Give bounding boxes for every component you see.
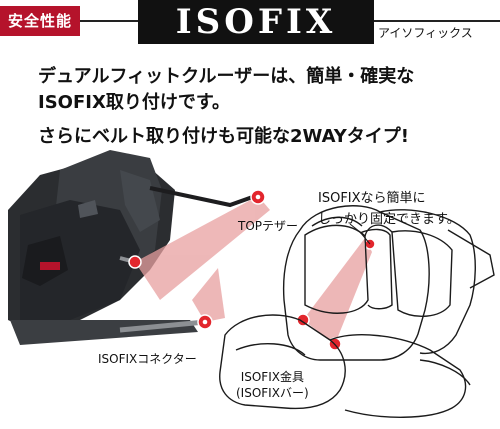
child-seat-illustration — [8, 150, 259, 345]
callout-leader — [349, 223, 371, 245]
fitting-label-line-1: ISOFIX金具 — [240, 370, 304, 384]
fitting-marker-left — [296, 313, 310, 327]
title-kana: アイソフィックス — [378, 26, 473, 40]
header: 安全性能 ISOFIX アイソフィックス — [0, 0, 500, 44]
page-title: ISOFIX — [138, 0, 374, 44]
highlight-beams — [135, 196, 372, 344]
callout-line-1: ISOFIXなら簡単に — [318, 191, 426, 206]
connector-label: ISOFIXコネクター — [98, 352, 197, 366]
callout-text: ISOFIXなら簡単に しっかり固定できます。 — [318, 188, 460, 230]
callout-line-2: しっかり固定できます。 — [318, 212, 460, 227]
lead-line-1: デュアルフィットクルーザーは、簡単・確実な — [38, 66, 415, 87]
fitting-label: ISOFIX金具 (ISOFIXバー) — [236, 369, 309, 401]
vehicle-seat-illustration — [219, 205, 495, 418]
connector-marker-upper — [128, 255, 142, 269]
safety-badge: 安全性能 — [0, 6, 81, 36]
top-tether-label: TOPテザー — [238, 219, 299, 233]
lead-line-3: さらにベルト取り付けも可能な2WAYタイプ! — [38, 126, 410, 147]
fitting-label-line-2: (ISOFIXバー) — [236, 386, 309, 400]
lead-line-2: ISOFIX取り付けです。 — [38, 92, 231, 113]
